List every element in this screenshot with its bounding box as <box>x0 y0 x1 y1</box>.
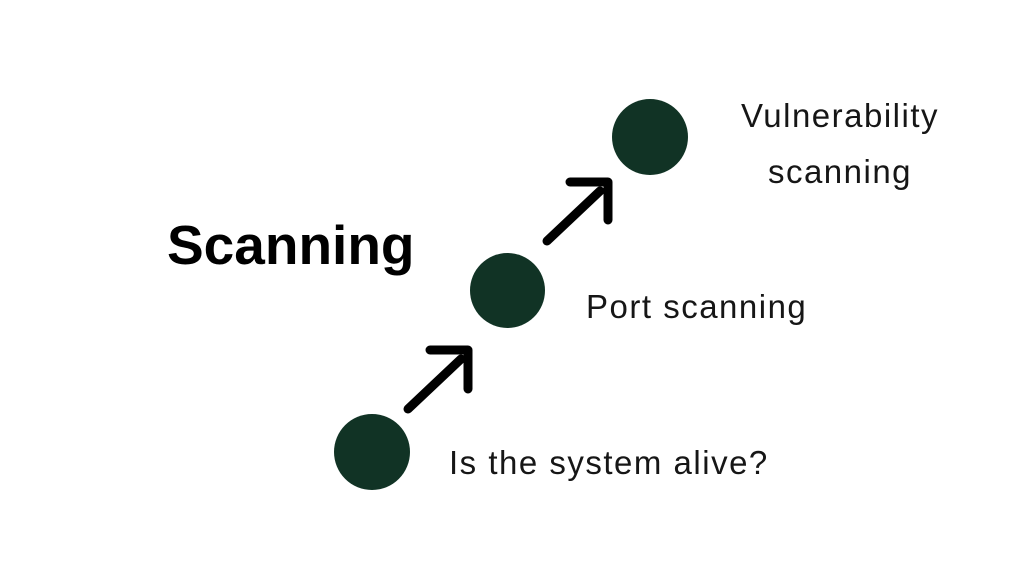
step-node-circle <box>612 99 688 175</box>
step-node-circle <box>470 253 545 328</box>
diagram-title: Scanning <box>167 214 415 276</box>
arrow-up-right-icon <box>542 177 613 246</box>
arrow-up-right-icon <box>403 345 473 414</box>
step-label-port-scanning: Port scanning <box>586 288 808 325</box>
step-node-circle <box>334 414 410 490</box>
step-label-is-system-alive: Is the system alive? <box>449 444 769 481</box>
step-label-vulnerability-scanning: Vulnerability scanning <box>740 97 940 190</box>
